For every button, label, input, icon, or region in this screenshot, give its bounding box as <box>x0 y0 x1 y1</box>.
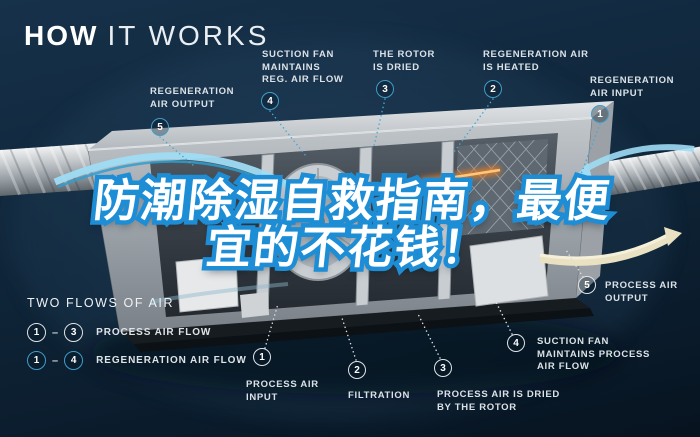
callout-number-process-4: 4 <box>507 334 525 352</box>
leader-process-3 <box>416 311 441 359</box>
callout-number-regen-1: 1 <box>591 105 609 123</box>
callout-label-suction-fan-process: SUCTION FAN MAINTAINS PROCESS AIR FLOW <box>537 336 651 373</box>
callout-number-regen-5: 5 <box>151 118 169 136</box>
headline-line2: 宜的不花钱！ <box>203 220 492 274</box>
callout-label-process-air-dried: PROCESS AIR IS DRIED BY THE ROTOR <box>437 389 560 413</box>
callout-number-regen-4: 4 <box>261 92 279 110</box>
leader-regen-5 <box>159 136 195 167</box>
legend-process-label: PROCESS AIR FLOW <box>96 327 212 338</box>
callout-number-process-2: 2 <box>348 361 366 379</box>
callout-label-process-air-input: PROCESS AIR INPUT <box>246 379 319 403</box>
callout-number-process-3: 3 <box>434 359 452 377</box>
legend-regen-to: 4 <box>64 351 84 370</box>
legend-process-from: 1 <box>27 323 46 342</box>
leader-regen-4 <box>269 110 307 157</box>
legend-dash: – <box>52 326 59 339</box>
leader-process-1 <box>264 303 279 349</box>
callout-label-filtration: FILTRATION <box>348 390 411 401</box>
callout-label-process-air-output: PROCESS AIR OUTPUT <box>605 280 678 304</box>
leader-regen-2 <box>453 98 494 153</box>
callout-number-process-5: 5 <box>578 276 596 294</box>
headline-line1: 防潮除湿自救指南，最便 <box>91 174 614 227</box>
leader-regen-3 <box>373 98 386 147</box>
callout-number-process-1: 1 <box>253 348 271 366</box>
title-bold: HOW <box>24 20 99 51</box>
legend-regen-label: REGENERATION AIR FLOW <box>96 355 247 366</box>
legend-row-regeneration: 1 – 4 REGENERATION AIR FLOW <box>27 351 247 370</box>
legend-row-process: 1 – 3 PROCESS AIR FLOW <box>27 323 211 342</box>
legend-process-to: 3 <box>64 323 84 342</box>
callout-label-regeneration-air-heated: REGENERATION AIR IS HEATED <box>483 49 589 73</box>
callout-label-regeneration-air-output: REGENERATION AIR OUTPUT <box>150 86 235 110</box>
legend-regen-from: 1 <box>27 351 46 370</box>
callout-number-regen-2: 2 <box>484 80 502 98</box>
overlay-headline: 防潮除湿自救指南，最便 宜的不花钱！ 防潮除湿自救指南，最便 宜的不花钱！ <box>0 170 700 279</box>
callout-label-regeneration-air-input: REGENERATION AIR INPUT <box>590 75 675 99</box>
headline-fill-layer: 防潮除湿自救指南，最便 宜的不花钱！ <box>0 174 700 274</box>
page-title: HOW IT WORKS <box>24 20 269 52</box>
title-light: IT WORKS <box>107 20 270 51</box>
leader-process-4 <box>493 297 513 335</box>
callout-number-regen-3: 3 <box>376 80 394 98</box>
callout-label-suction-fan-reg: SUCTION FAN MAINTAINS REG. AIR FLOW <box>262 49 344 86</box>
legend-dash: – <box>52 354 59 367</box>
legend-heading: TWO FLOWS OF AIR <box>27 296 175 310</box>
leader-process-2 <box>341 317 357 361</box>
callout-label-rotor-is-dried: THE ROTOR IS DRIED <box>373 49 436 73</box>
